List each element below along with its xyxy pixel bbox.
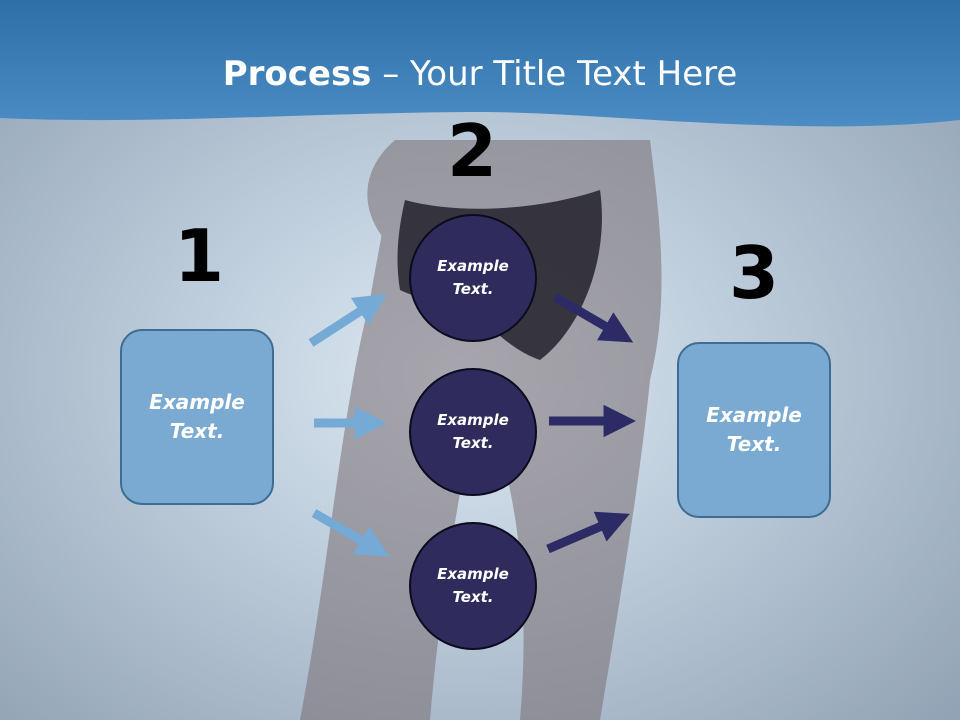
circle-bottom-text: Example Text. bbox=[437, 565, 509, 606]
right-box-text: Example Text. bbox=[706, 403, 802, 456]
left-box-text: Example Text. bbox=[149, 390, 245, 443]
step-number-2: 2 bbox=[446, 109, 498, 193]
arrow-bottom-to-right bbox=[546, 511, 630, 554]
slide-title: Process – Your Title Text Here bbox=[0, 52, 960, 96]
circle-middle-text: Example Text. bbox=[437, 411, 509, 452]
arrow-left-to-top bbox=[308, 293, 387, 347]
circle-top: Example Text. bbox=[409, 214, 537, 342]
title-rest: – Your Title Text Here bbox=[371, 54, 738, 94]
arrow-top-to-right bbox=[552, 293, 634, 343]
circle-middle: Example Text. bbox=[409, 368, 537, 496]
step-number-1: 1 bbox=[173, 214, 225, 298]
title-bold: Process bbox=[222, 54, 372, 94]
arrow-left-to-bottom bbox=[311, 509, 390, 557]
left-box: Example Text. bbox=[120, 329, 274, 505]
header-banner bbox=[0, 0, 960, 127]
circle-top-text: Example Text. bbox=[437, 257, 509, 298]
step-number-3: 3 bbox=[728, 231, 780, 315]
circle-bottom: Example Text. bbox=[409, 522, 537, 650]
right-box: Example Text. bbox=[677, 342, 831, 518]
